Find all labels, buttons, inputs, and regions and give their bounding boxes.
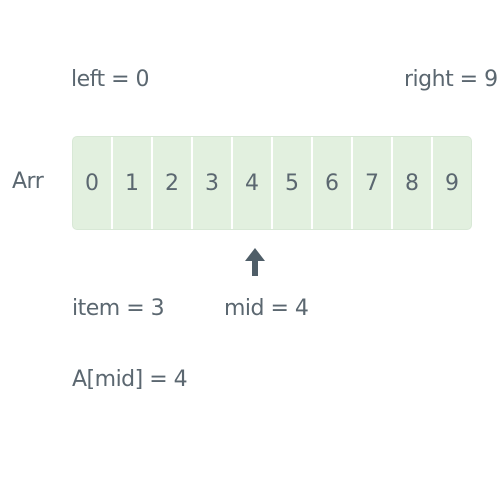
item-label: item = 3 bbox=[72, 296, 165, 321]
mid-pointer-label: mid = 4 bbox=[224, 296, 309, 321]
array-cell: 1 bbox=[113, 137, 153, 229]
array-container: 0 1 2 3 4 5 6 7 8 9 bbox=[72, 136, 472, 230]
a-mid-label: A[mid] = 4 bbox=[72, 367, 188, 392]
array-cell: 6 bbox=[313, 137, 353, 229]
array-cell: 3 bbox=[193, 137, 233, 229]
array-name-label: Arr bbox=[12, 169, 44, 194]
array-cell: 0 bbox=[73, 137, 113, 229]
left-pointer-label: left = 0 bbox=[71, 67, 150, 92]
array-cell: 9 bbox=[445, 170, 459, 196]
up-arrow-icon bbox=[245, 248, 265, 276]
right-pointer-label: right = 9 bbox=[404, 67, 498, 92]
array-cell: 8 bbox=[393, 137, 433, 229]
array-cell: 5 bbox=[273, 137, 313, 229]
array-cell-mid: 4 bbox=[233, 137, 273, 229]
array-cell: 2 bbox=[153, 137, 193, 229]
array-cell: 7 bbox=[353, 137, 393, 229]
